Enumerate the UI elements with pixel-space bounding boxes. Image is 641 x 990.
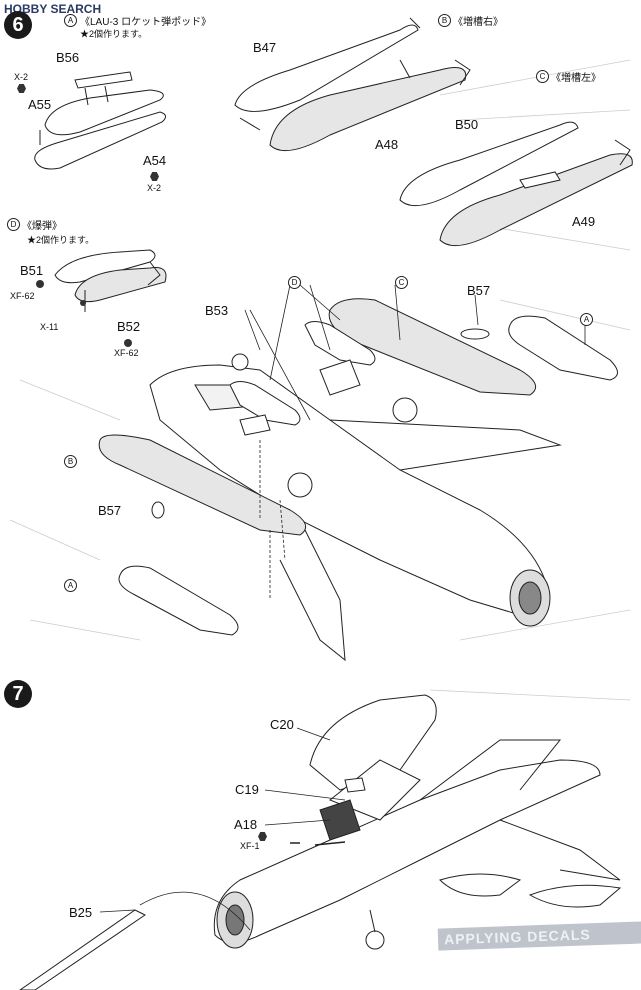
- screw-x2-top: X-2: [14, 72, 29, 82]
- part-b51: B51: [20, 263, 44, 278]
- marker-b: B: [64, 455, 77, 468]
- part-b57-left: B57: [98, 503, 122, 518]
- part-b57-top: B57: [467, 283, 491, 298]
- paint-xf62-left: XF-62: [10, 291, 35, 301]
- bomb-assembly: [54, 249, 167, 312]
- sub-b-title: 《増槽右》: [453, 17, 503, 28]
- part-a55: A55: [28, 97, 52, 112]
- probe-b25: [19, 909, 146, 990]
- part-b52: B52: [117, 319, 141, 334]
- rocket-pod-assembly: [34, 71, 166, 170]
- part-b47: B47: [253, 40, 277, 55]
- step-number-7: 7: [4, 680, 32, 708]
- marker-a-right: A: [580, 313, 593, 326]
- sub-c-marker: C: [536, 70, 549, 83]
- sub-a-note: ★2個作ります。: [80, 29, 148, 39]
- aircraft-step7: [213, 694, 622, 950]
- screw-x2-top-icon: [17, 84, 26, 93]
- part-b50: B50: [455, 117, 479, 132]
- screw-x11: X-11: [40, 322, 59, 332]
- marker-d: D: [288, 276, 301, 289]
- sub-d-title: 《爆弾》: [22, 221, 62, 232]
- paint-xf1: XF-1: [240, 841, 260, 851]
- tank-c-mounted: [328, 298, 537, 396]
- part-a18: A18: [234, 817, 258, 832]
- part-b56: B56: [56, 50, 80, 65]
- sub-d-note: ★2個作ります。: [27, 235, 95, 245]
- marker-c: C: [395, 276, 408, 289]
- pod-a-right: [508, 315, 618, 381]
- drop-tank-left: [399, 121, 633, 247]
- step-number-6: 6: [4, 11, 32, 39]
- sub-d-marker: D: [7, 218, 20, 231]
- screw-x2-bottom: X-2: [147, 183, 162, 193]
- part-b25: B25: [69, 905, 93, 920]
- drop-tank-right: [234, 17, 471, 152]
- part-a54: A54: [143, 153, 167, 168]
- marker-a-left: A: [64, 579, 77, 592]
- sub-a-title: 《LAU-3 ロケット弾ポッド》: [80, 17, 212, 28]
- screw-x2-bottom-icon: [150, 172, 159, 181]
- watermark: HOBBY SEARCH: [2, 2, 104, 16]
- part-a48: A48: [375, 137, 399, 152]
- paint-xf62-right: XF-62: [114, 348, 139, 358]
- paint-xf1-icon: [258, 832, 267, 841]
- sub-c-title: 《増槽左》: [551, 73, 601, 84]
- part-c20: C20: [270, 717, 294, 732]
- part-b53: B53: [205, 303, 229, 318]
- part-a49: A49: [572, 214, 596, 229]
- pod-a-left: [118, 565, 239, 636]
- part-c19: C19: [235, 782, 259, 797]
- sub-a-marker: A: [64, 14, 77, 27]
- tank-b-mounted: [98, 434, 307, 536]
- sub-b-marker: B: [438, 14, 451, 27]
